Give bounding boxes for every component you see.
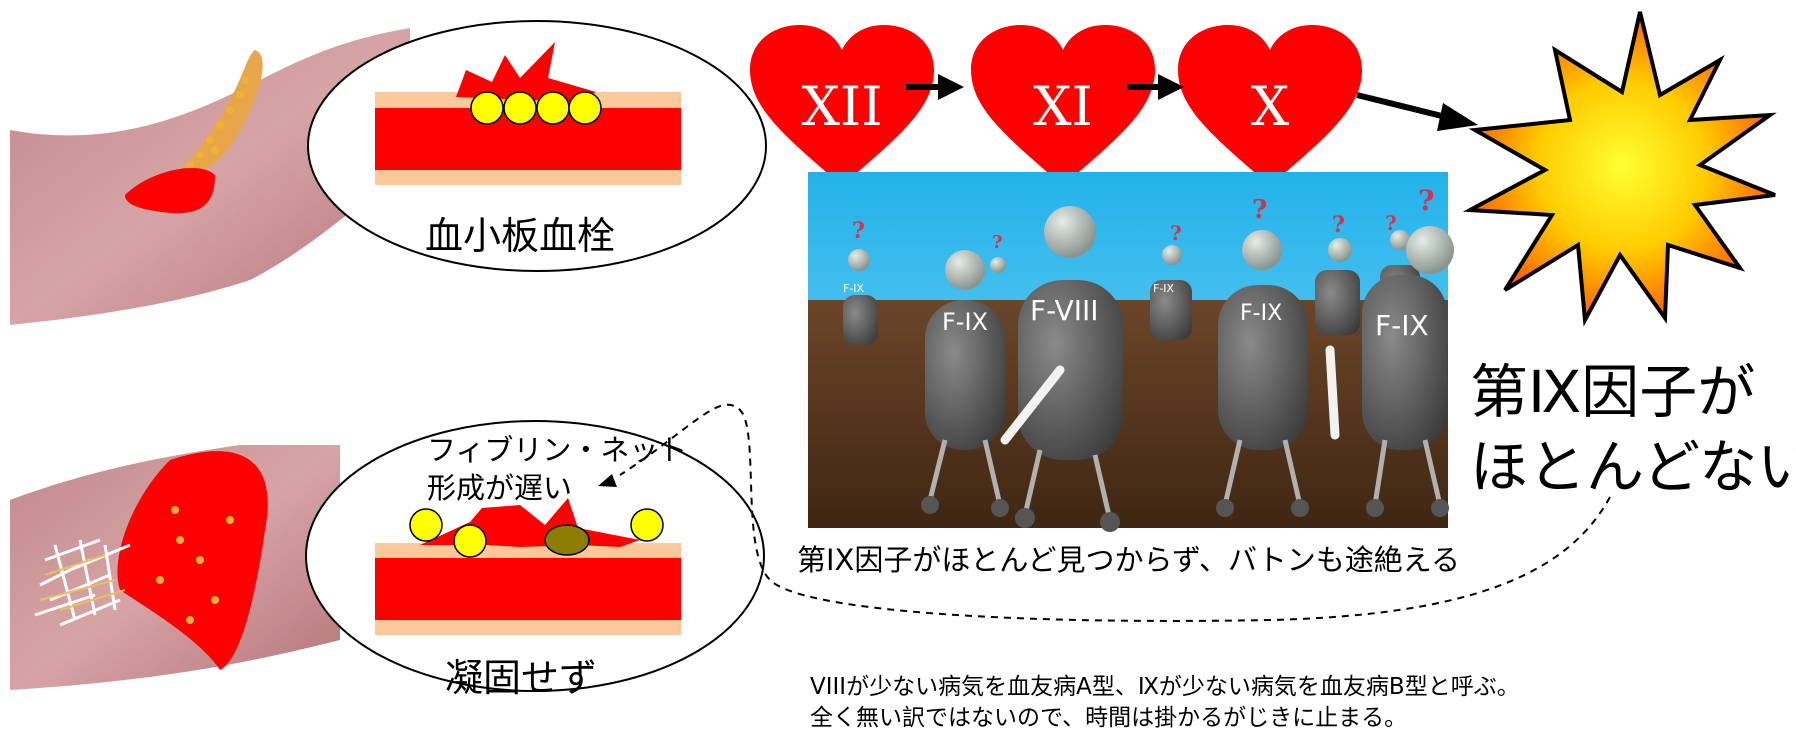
factor-xi-label: XI	[1033, 75, 1093, 138]
heart-xii	[750, 25, 934, 186]
coagulation-cascade	[750, 25, 1478, 186]
no-clotting-label: 凝固せず	[445, 656, 598, 700]
question-mark-icon: ?	[1170, 221, 1182, 245]
baton	[1000, 345, 1340, 445]
question-mark-icon: ?	[1332, 212, 1345, 238]
note-line1: VIIIが少ない病気を血友病A型、Ⅸが少ない病気を血友病B型と呼ぶ。	[810, 674, 1520, 700]
explosion-burst-icon	[1462, 11, 1777, 327]
robot-relay-scene: F-IX F-VIII F-IX F-IX F-IX F-IX ? ? ? ? …	[808, 172, 1454, 532]
no-clotting-ellipse	[305, 420, 765, 692]
fibrin-net-label-line1: フィブリン・ネット	[427, 433, 688, 467]
robot-tag: F-VIII	[1030, 294, 1099, 327]
question-mark-icon: ?	[1418, 184, 1434, 217]
exclaim-line2: ほとんどない！	[1470, 433, 1796, 501]
platelet-plug-ellipse	[307, 20, 767, 272]
dashed-connector	[619, 403, 1611, 622]
robot-tag: F-IX	[1240, 301, 1282, 326]
question-mark-icon: ?	[1385, 211, 1397, 235]
robot-tag: F-IX	[942, 308, 988, 336]
heart-xi	[971, 25, 1155, 186]
factor-x-label: X	[1250, 75, 1290, 138]
factor-xii-label: XII	[801, 75, 883, 138]
vessel-image-top	[0, 28, 410, 330]
platelet-plug-label: 血小板血栓	[425, 214, 616, 258]
exclaim-line1: 第Ⅸ因子が	[1470, 358, 1756, 426]
question-mark-icon: ?	[992, 232, 1003, 253]
robot-tag: F-IX	[1153, 282, 1175, 295]
question-mark-icon: ?	[852, 218, 865, 244]
heart-x	[1178, 25, 1362, 186]
question-mark-icon: ?	[1252, 195, 1267, 225]
fibrin-net-label-line2: 形成が遅い	[427, 471, 573, 505]
robot-tag: F-IX	[1375, 309, 1429, 342]
note-line2: 全く無い訳ではないので、時間は掛かるがじきに止まる。	[810, 705, 1408, 731]
relay-caption: 第IX因子がほとんど見つからず、バトンも途絶える	[797, 543, 1460, 577]
vessel-image-bottom	[0, 440, 340, 690]
cascade-arrow	[906, 74, 1478, 131]
robot-tag: F-IX	[843, 282, 865, 295]
